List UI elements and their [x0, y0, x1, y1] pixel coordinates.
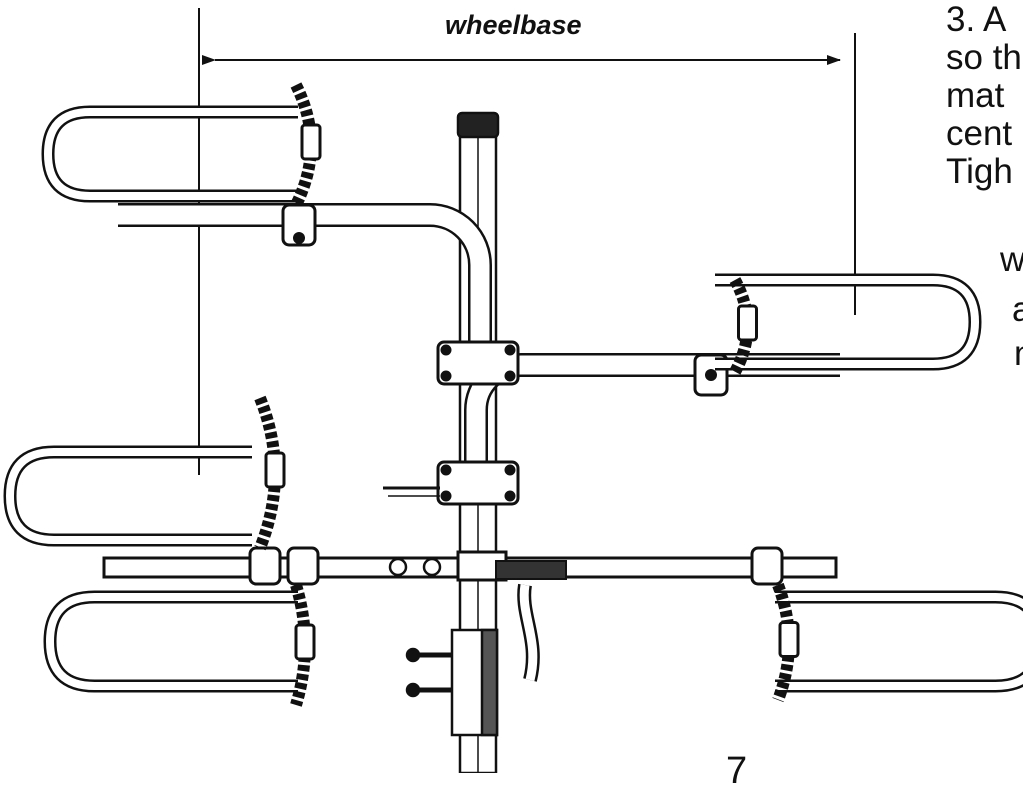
upper-arm [118, 203, 492, 345]
lower-arm [102, 546, 838, 586]
wheel-straps [254, 82, 800, 707]
center-strap [495, 560, 567, 682]
wheel-strap-lower-right [772, 582, 800, 703]
step-text-line: Tigh [946, 152, 1013, 191]
wheel-cradle-lower-left [43, 590, 298, 693]
wheel-cradles [3, 105, 1023, 693]
wheel-strap-lower-left [290, 583, 316, 707]
step-text-line: w [1000, 240, 1023, 279]
page-number: 7 [726, 750, 748, 792]
step-text-line: cent [946, 114, 1013, 153]
step-text-line: so th [946, 38, 1022, 77]
step-text-line: mat [946, 76, 1005, 115]
wheel-strap-middle-left [254, 395, 286, 551]
wheel-cradle-middle-left [3, 445, 252, 547]
dimension-lines [198, 8, 856, 475]
wheel-cradle-upper-left [41, 105, 298, 203]
mast-lower-bracket [405, 628, 499, 737]
mast-clamp-lower [383, 460, 520, 506]
wheelbase-label: wheelbase [445, 10, 582, 40]
wheel-strap-middle-right [729, 277, 758, 375]
step-text-line: n [1014, 334, 1023, 374]
wheel-strap-upper-left [290, 82, 322, 208]
wheel-cradle-lower-right [775, 590, 1023, 693]
wheel-cradle-middle-right [715, 273, 982, 371]
bike-rack-drawing [3, 8, 1023, 775]
middle-arm [464, 353, 840, 480]
mast-clamp-upper [436, 340, 520, 386]
mast-cap [456, 111, 500, 139]
step-text-line: 3. A [946, 0, 1007, 39]
step-text-line: a [1012, 290, 1023, 329]
